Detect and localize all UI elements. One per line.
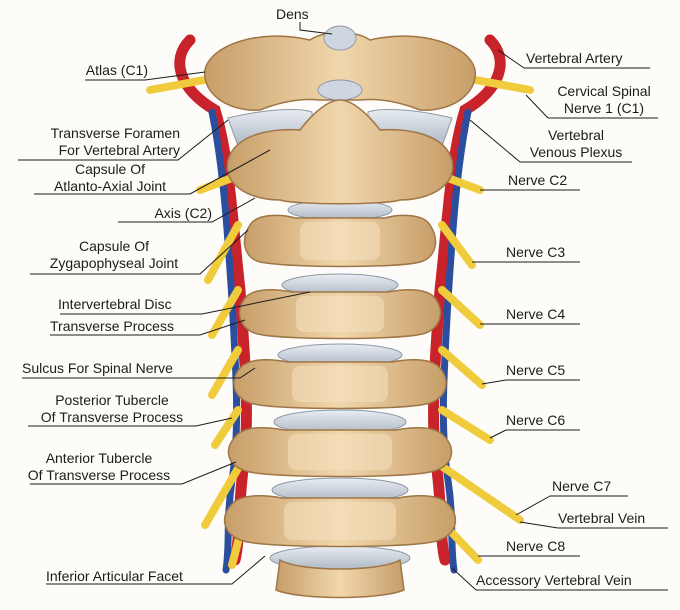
label-nerve-c4-line-1: Nerve C4 [506,306,565,323]
label-capsule-zygapophyseal-line-1: Capsule Of [26,238,202,255]
label-capsule-atlanto-axial: Capsule Of Atlanto-Axial Joint [30,161,190,195]
label-cervical-spinal-nerve-1: Cervical Spinal Nerve 1 (C1) [546,83,662,117]
label-nerve-c6-line-1: Nerve C6 [506,412,565,429]
label-accessory-vertebral-vein-line-1: Accessory Vertebral Vein [476,572,632,589]
label-nerve-c8-line-1: Nerve C8 [506,538,565,555]
label-accessory-vertebral-vein: Accessory Vertebral Vein [476,572,632,589]
label-vertebral-vein: Vertebral Vein [558,510,645,527]
label-vertebral-venous-plexus: Vertebral Venous Plexus [518,127,634,161]
label-anterior-tubercle: Anterior Tubercle Of Transverse Process [6,450,192,484]
label-nerve-c5: Nerve C5 [506,362,565,379]
label-dens: Dens [276,6,309,23]
label-nerve-c4: Nerve C4 [506,306,565,323]
label-transverse-foramen-line-2: For Vertebral Artery [14,142,180,159]
label-posterior-tubercle-line-1: Posterior Tubercle [22,392,202,409]
label-inferior-articular-facet-line-1: Inferior Articular Facet [46,568,183,585]
vertebral-column [205,26,475,598]
label-nerve-c3-line-1: Nerve C3 [506,244,565,261]
label-nerve-c2: Nerve C2 [508,172,567,189]
atlanto-axial-gap [318,80,362,100]
label-capsule-zygapophyseal-line-2: Zygapophyseal Joint [26,255,202,272]
label-nerve-c7: Nerve C7 [552,478,611,495]
label-anterior-tubercle-line-2: Of Transverse Process [6,467,192,484]
label-posterior-tubercle-line-2: Of Transverse Process [22,409,202,426]
label-transverse-process-line-1: Transverse Process [50,318,174,335]
label-capsule-atlanto-axial-line-2: Atlanto-Axial Joint [30,178,190,195]
label-dens-line-1: Dens [276,6,309,23]
label-axis-line-1: Axis (C2) [104,205,212,222]
label-anterior-tubercle-line-1: Anterior Tubercle [6,450,192,467]
label-vertebral-venous-plexus-line-1: Vertebral [518,127,634,144]
label-atlas: Atlas (C1) [62,62,148,79]
label-transverse-foramen: Transverse Foramen For Vertebral Artery [14,125,180,159]
label-nerve-c3: Nerve C3 [506,244,565,261]
label-sulcus-spinal-nerve-line-1: Sulcus For Spinal Nerve [22,360,173,377]
label-intervertebral-disc-line-1: Intervertebral Disc [58,296,172,313]
label-nerve-c5-line-1: Nerve C5 [506,362,565,379]
label-inferior-articular-facet: Inferior Articular Facet [46,568,183,585]
label-vertebral-venous-plexus-line-2: Venous Plexus [518,144,634,161]
label-axis: Axis (C2) [104,205,212,222]
label-nerve-c7-line-1: Nerve C7 [552,478,611,495]
label-transverse-process: Transverse Process [50,318,174,335]
label-capsule-zygapophyseal: Capsule Of Zygapophyseal Joint [26,238,202,272]
label-vertebral-vein-line-1: Vertebral Vein [558,510,645,527]
label-nerve-c6: Nerve C6 [506,412,565,429]
label-capsule-atlanto-axial-line-1: Capsule Of [30,161,190,178]
label-posterior-tubercle: Posterior Tubercle Of Transverse Process [22,392,202,426]
dens-process [324,26,356,50]
label-transverse-foramen-line-1: Transverse Foramen [14,125,180,142]
label-cervical-spinal-nerve-1-line-2: Nerve 1 (C1) [546,100,662,117]
label-intervertebral-disc: Intervertebral Disc [58,296,172,313]
label-nerve-c2-line-1: Nerve C2 [508,172,567,189]
label-cervical-spinal-nerve-1-line-1: Cervical Spinal [546,83,662,100]
label-atlas-line-1: Atlas (C1) [62,62,148,79]
label-vertebral-artery: Vertebral Artery [526,50,623,67]
label-nerve-c8: Nerve C8 [506,538,565,555]
label-sulcus-spinal-nerve: Sulcus For Spinal Nerve [22,360,173,377]
label-vertebral-artery-line-1: Vertebral Artery [526,50,623,67]
